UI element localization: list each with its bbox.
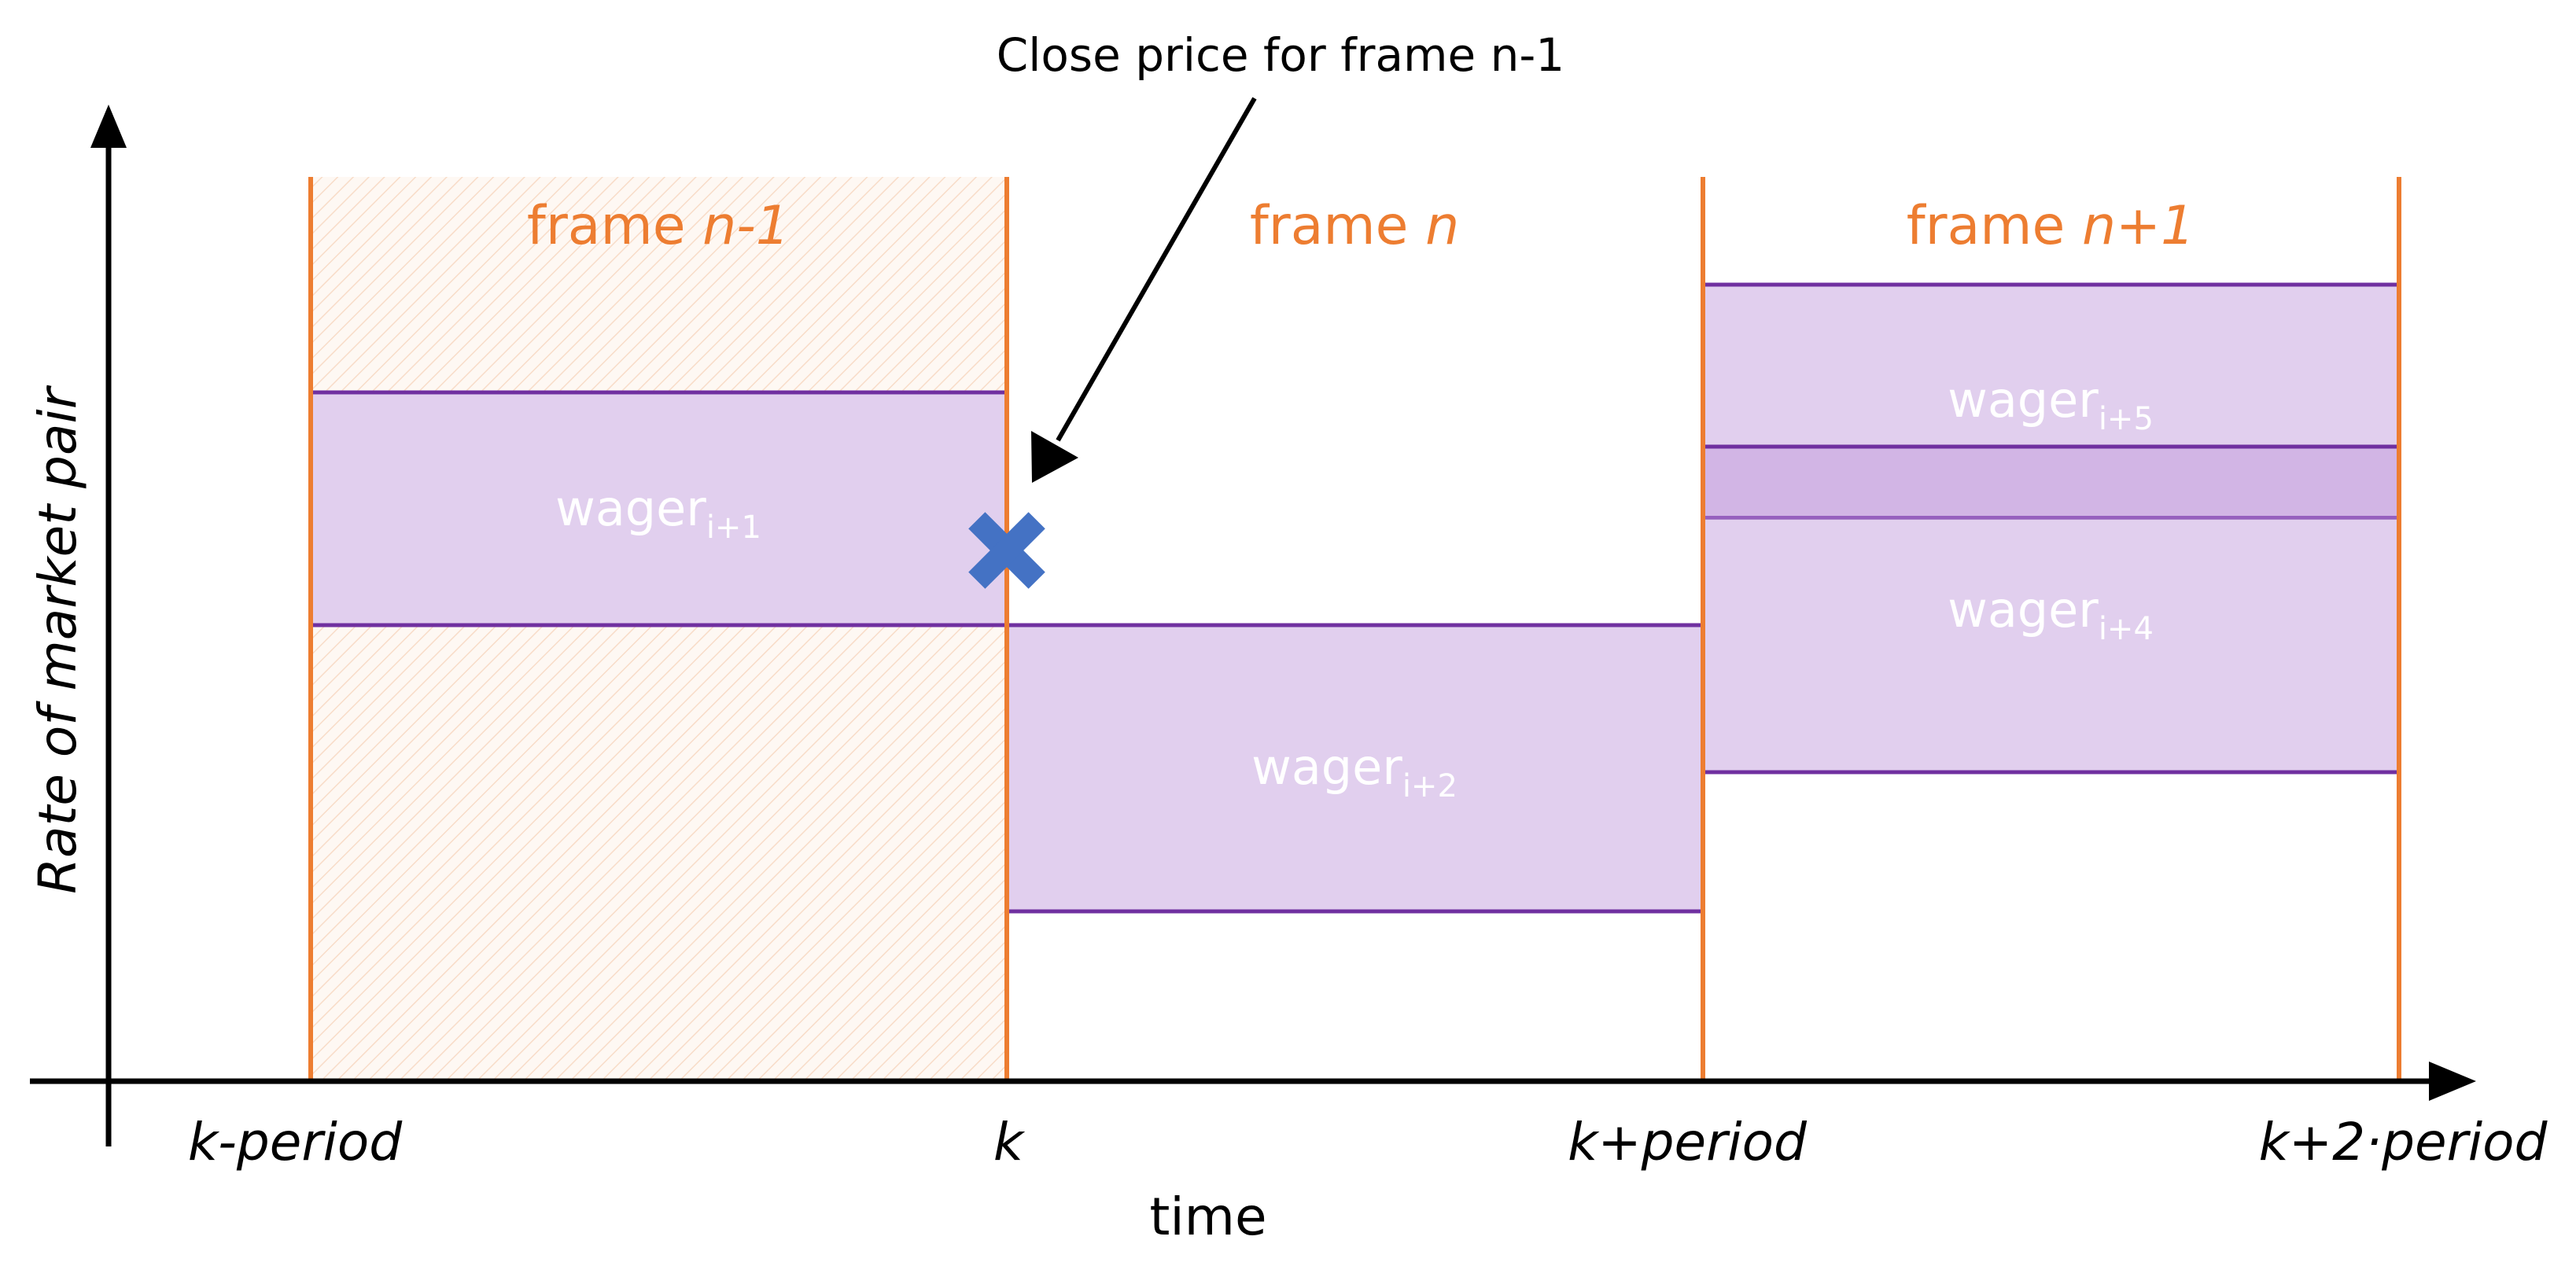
tick-k-period: k-period	[188, 1112, 403, 1172]
wager-label-sub: i+2	[1402, 768, 1458, 804]
wager-i1-label: wageri+1	[555, 480, 761, 546]
y-axis-arrowhead	[90, 105, 127, 148]
wager-label-sub: i+4	[2099, 611, 2154, 647]
wager-i2-box	[1004, 623, 1705, 914]
y-axis-title: Rate of market pair	[28, 385, 88, 894]
frame-label-prefix: frame	[1250, 195, 1425, 257]
wager-i5-label: wageri+5	[1948, 371, 2154, 437]
tick-k-plus-2-period: k+2·period	[2259, 1112, 2548, 1172]
wager-label-main: wager	[1251, 738, 1402, 796]
frame-label-prefix: frame	[527, 195, 702, 257]
annotation-arrowhead	[1031, 431, 1078, 483]
x-axis-arrowhead	[2429, 1062, 2476, 1101]
wager-i2-label: wageri+2	[1251, 738, 1458, 804]
frame-label-n-plus-1: frame n+1	[1907, 195, 2195, 257]
wager-i4-label: wageri+4	[1948, 581, 2154, 647]
wager-label-main: wager	[1948, 581, 2099, 638]
wager-overlap-band	[1703, 447, 2399, 517]
tick-k: k	[993, 1112, 1026, 1172]
wager-i4-box	[1701, 515, 2401, 775]
frame-label-n: frame n	[1250, 195, 1459, 257]
x-axis-title: time	[1149, 1187, 1266, 1247]
frame-label-name: n+1	[2082, 195, 2195, 257]
wager-label-main: wager	[1948, 371, 2099, 429]
wager-i5-box	[1701, 282, 2401, 449]
x-cross-icon	[968, 512, 1045, 589]
wager-label-main: wager	[555, 480, 706, 537]
wager-label-sub: i+1	[706, 510, 761, 546]
frame-label-name: n-1	[702, 195, 790, 257]
frame-n-1-shading	[311, 177, 1007, 1081]
wager-i1-box	[308, 390, 1009, 627]
annotation-label: Close price for frame n-1	[997, 28, 1564, 82]
annotation-arrow-shaft	[1056, 97, 1257, 442]
frame-label-prefix: frame	[1907, 195, 2082, 257]
tick-k-plus-period: k+period	[1568, 1112, 1808, 1172]
frame-label-n-1: frame n-1	[527, 195, 790, 257]
wager-label-sub: i+5	[2099, 401, 2154, 437]
frame-label-name: n	[1425, 195, 1459, 257]
